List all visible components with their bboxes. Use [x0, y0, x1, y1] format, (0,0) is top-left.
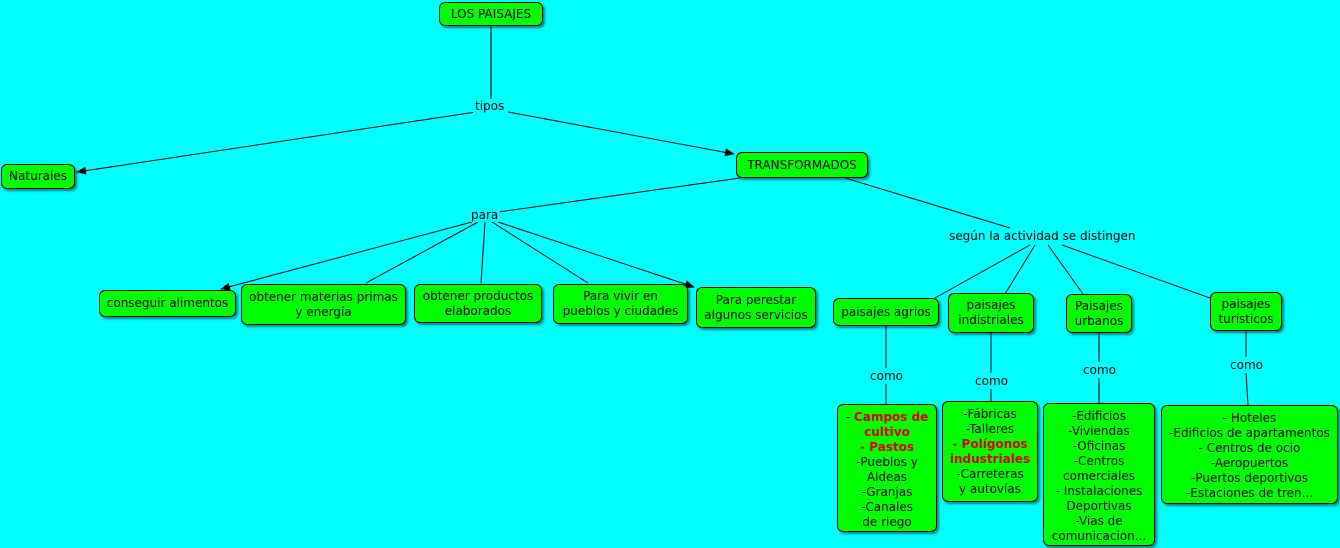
concept-paisajes-agrios[interactable]: paisajes agrios: [833, 298, 939, 326]
text-line: Paisajes: [1075, 298, 1123, 313]
example-item: -Vias de: [1075, 514, 1123, 528]
text-line: turísticos: [1218, 311, 1274, 326]
example-item: - Centros de ocio: [1198, 441, 1301, 455]
text-line: obtener materias primas: [249, 289, 398, 304]
link-label-como-turisticos: como: [1228, 358, 1265, 372]
text-line: Para vivir en: [583, 289, 658, 303]
text-line: obtener productos: [422, 288, 534, 303]
text-line: Para perestar: [715, 292, 797, 307]
example-item: comerciales: [1063, 469, 1135, 483]
example-item: -Fábricas: [963, 407, 1017, 421]
example-item: - Instalaciones: [1055, 484, 1143, 498]
text-line: y energía: [295, 304, 352, 319]
examples-turisticos[interactable]: - Hoteles-Edificios de apartamentos- Cen…: [1161, 405, 1338, 504]
node-text: paisajes agrios: [841, 305, 931, 320]
example-item: Deportivas: [1066, 499, 1132, 513]
link-label-para: para: [469, 208, 501, 222]
example-item: -Viviendas: [1068, 424, 1130, 438]
example-item: -Talleres: [965, 422, 1015, 436]
example-item: comunicacion...: [1051, 529, 1147, 543]
example-item: -Estaciones de tren...: [1185, 486, 1314, 500]
example-item: -Canales: [860, 500, 913, 514]
concept-conseguir-alimentos[interactable]: conseguir alimentos: [99, 290, 236, 317]
example-item: -Carreteras: [956, 467, 1024, 481]
text-line: urbanos: [1074, 313, 1124, 328]
link-label-tipos: tipos: [473, 99, 507, 113]
concept-transformados[interactable]: TRANSFORMADOS: [736, 152, 868, 178]
link-label-como-agrios: como: [868, 369, 905, 383]
example-item: -Edificios de apartamentos: [1169, 426, 1330, 440]
example-item: industriales: [949, 452, 1031, 466]
concept-los-paisajes[interactable]: LOS PAISAJES: [439, 2, 543, 26]
link-label-como-urbanos: como: [1081, 363, 1118, 377]
example-item: y autovías: [959, 482, 1021, 496]
example-item: -Pueblos y: [856, 455, 918, 469]
example-item: - Polígonos: [952, 437, 1028, 451]
example-item: -Centros: [1073, 454, 1125, 468]
text-line: elaborados: [444, 303, 512, 318]
text-line: conseguir alimentos: [106, 296, 229, 310]
example-item: cultivo: [864, 425, 910, 439]
text-line: paisajes: [1221, 296, 1271, 311]
example-item: -Oficinas: [1072, 439, 1126, 453]
text-line: algunos servicios: [704, 307, 808, 322]
example-item: -Granjas: [861, 485, 913, 499]
link-label-como-industriales: como: [973, 374, 1010, 388]
concept-naturales[interactable]: Naturales: [1, 164, 75, 189]
node-text: conseguir alimentos: [107, 296, 228, 311]
example-item: -Edificios: [1072, 409, 1126, 423]
text-line: indistriales: [958, 313, 1024, 327]
example-item: -Puertos deportivos: [1190, 471, 1309, 485]
text-line: pueblos y ciudades: [562, 304, 679, 318]
example-item: - Pastos: [859, 440, 914, 454]
example-item: -Aeropuertos: [1210, 456, 1289, 470]
examples-turisticos-list: - Hoteles-Edificios de apartamentos- Cen…: [1169, 411, 1330, 501]
text-line: paisajes: [966, 298, 1016, 312]
link-label-segun-actividad: según la actividad se distingen: [947, 229, 1138, 243]
example-item: de riego: [862, 515, 912, 529]
example-item: - Hoteles: [1222, 411, 1277, 425]
example-item: - Campos de: [845, 410, 929, 424]
example-item: Aldeas: [866, 470, 908, 484]
text-line: paisajes agrios: [841, 304, 931, 319]
